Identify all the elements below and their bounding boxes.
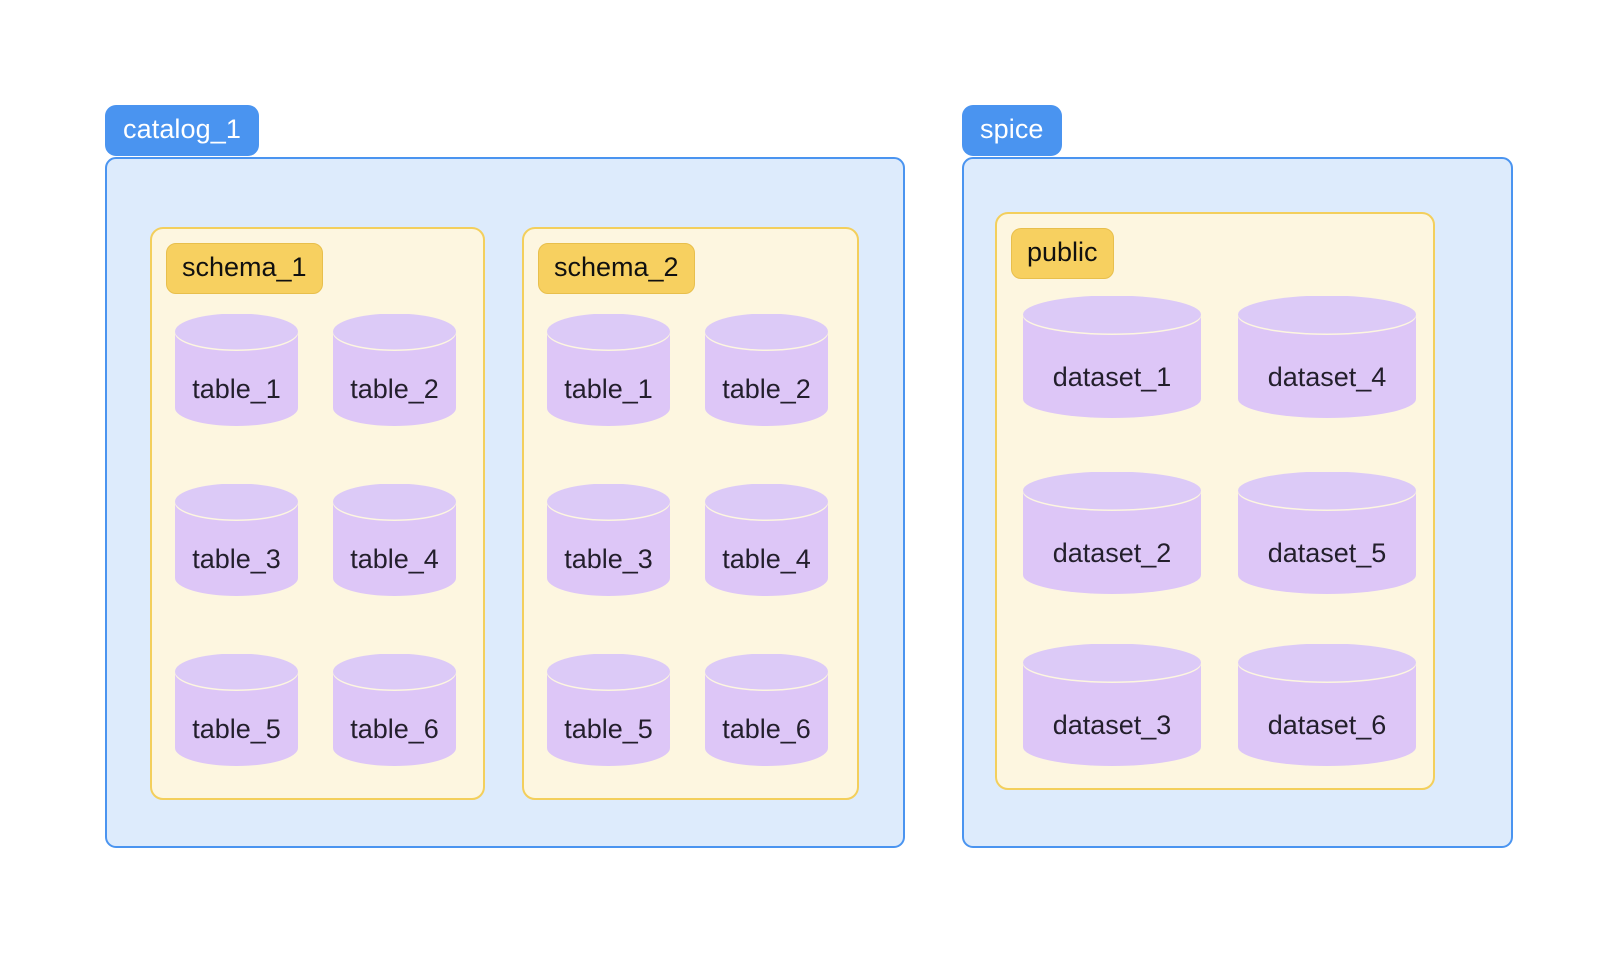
cylinder-label: dataset_1 [1052,362,1172,392]
database-cylinder[interactable]: table_3 [546,484,671,597]
cylinder-label: table_3 [564,544,653,574]
database-cylinder[interactable]: table_5 [174,654,299,767]
database-cylinder[interactable]: table_1 [174,314,299,427]
cylinder-label: table_1 [192,374,281,404]
database-cylinder[interactable]: table_6 [332,654,457,767]
cylinder-label: dataset_4 [1267,362,1387,392]
container-badge-catalog_1[interactable]: catalog_1 [105,105,259,156]
cylinder-label: table_6 [722,714,811,744]
database-cylinder[interactable]: table_3 [174,484,299,597]
schema-panel-public: public dataset_1 dataset_4 [995,212,1435,790]
database-cylinder[interactable]: dataset_4 [1237,296,1417,419]
cylinder-label: dataset_5 [1267,538,1387,568]
schema-badge-public[interactable]: public [1011,228,1114,279]
cylinder-label: table_4 [722,544,811,574]
database-cylinder[interactable]: table_1 [546,314,671,427]
database-cylinder[interactable]: table_4 [332,484,457,597]
schema-badge-schema_1[interactable]: schema_1 [166,243,323,294]
database-cylinder[interactable]: table_4 [704,484,829,597]
database-cylinder[interactable]: table_6 [704,654,829,767]
cylinder-label: table_3 [192,544,281,574]
cylinder-label: dataset_2 [1052,538,1172,568]
cylinder-label: table_1 [564,374,653,404]
schema-badge-schema_2[interactable]: schema_2 [538,243,695,294]
cylinder-label: table_5 [192,714,281,744]
cylinder-label: table_6 [350,714,439,744]
schema-panel-schema_1: schema_1 table_1 table_2 [150,227,485,800]
database-cylinder[interactable]: dataset_1 [1022,296,1202,419]
cylinder-label: table_5 [564,714,653,744]
database-cylinder[interactable]: dataset_2 [1022,472,1202,595]
cylinder-label: table_2 [722,374,811,404]
database-cylinder[interactable]: table_5 [546,654,671,767]
database-cylinder[interactable]: dataset_3 [1022,644,1202,767]
database-cylinder[interactable]: table_2 [332,314,457,427]
container-badge-spice[interactable]: spice [962,105,1062,156]
database-cylinder[interactable]: table_2 [704,314,829,427]
cylinder-label: table_4 [350,544,439,574]
database-cylinder[interactable]: dataset_5 [1237,472,1417,595]
cylinder-label: table_2 [350,374,439,404]
schema-panel-schema_2: schema_2 table_1 table_2 [522,227,859,800]
cylinder-label: dataset_6 [1267,710,1387,740]
cylinder-label: dataset_3 [1052,710,1172,740]
database-cylinder[interactable]: dataset_6 [1237,644,1417,767]
